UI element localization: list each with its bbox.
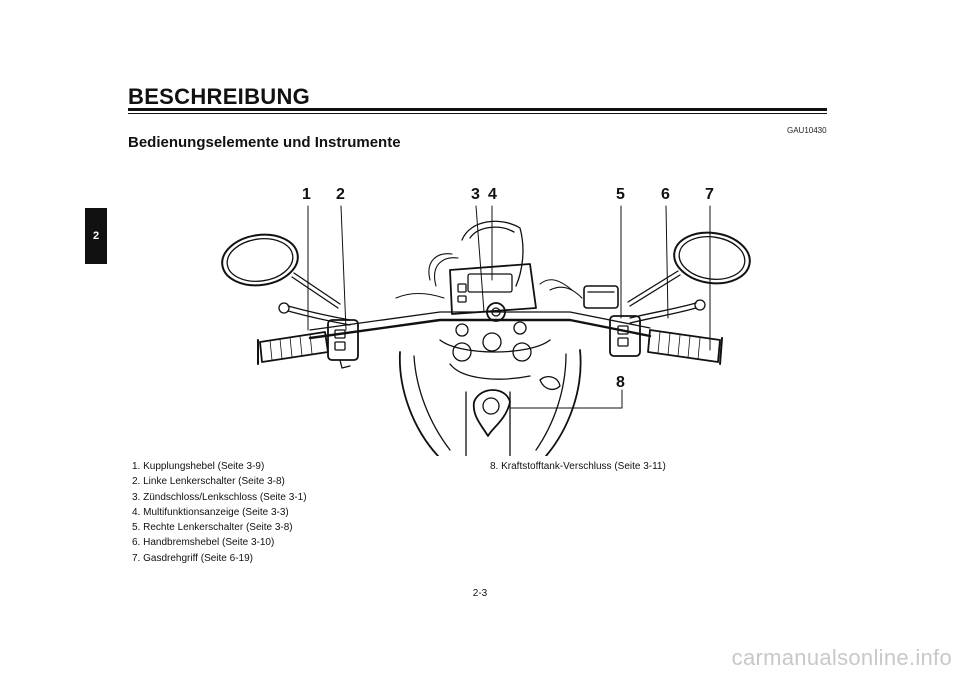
header-rule-thin [128, 113, 827, 114]
multifunction-display [449, 263, 537, 315]
section-title: Bedienungselemente und Instrumente [128, 134, 401, 151]
callout-8: 8 [616, 374, 625, 391]
legend-item: 1. Kupplungshebel (Seite 3-9) [132, 461, 265, 472]
page-header-title: BESCHREIBUNG [128, 84, 311, 109]
fuel-tank [398, 349, 582, 456]
legend-item: 2. Linke Lenkerschalter (Seite 3-8) [132, 476, 285, 488]
right-switch-housing [609, 315, 641, 357]
callout-2: 2 [336, 186, 345, 203]
legend-item: 5. Rechte Lenkerschalter (Seite 3-8) [132, 522, 293, 534]
callout-3: 3 [471, 186, 480, 203]
legend-item: 7. Gasdrehgriff (Seite 6-19) [132, 552, 253, 564]
left-mirror [221, 233, 341, 309]
right-mirror [627, 231, 751, 307]
callout-1: 1 [302, 186, 311, 203]
legend-item: 3. Zündschloss/Lenkschloss (Seite 3-1) [132, 491, 307, 503]
right-grip [647, 329, 723, 365]
fuel-tank-cap [472, 389, 511, 437]
clutch-lever [278, 302, 351, 326]
legend-item: 4. Multifunktionsanzeige (Seite 3-3) [132, 506, 289, 518]
callout-5: 5 [616, 186, 625, 203]
brake-reservoir [583, 285, 619, 309]
lower-clamp [439, 332, 561, 391]
document-code: GAU10430 [787, 126, 827, 135]
cables [395, 253, 583, 299]
chapter-tab: 2 [85, 208, 107, 264]
watermark: carmanualsonline.info [731, 645, 952, 670]
handlebar [308, 311, 652, 340]
header-rule-thick [128, 108, 827, 111]
callout-4: 4 [488, 186, 497, 203]
legend-left: 1. Kupplungshebel (Seite 3-9) 2. Linke L… [132, 459, 307, 566]
left-switch-housing [327, 319, 359, 369]
callout-leaders [307, 205, 711, 409]
legend-item: 8. Kraftstofftank-Verschluss (Seite 3-11… [490, 461, 666, 472]
callout-6: 6 [661, 186, 670, 203]
callout-7: 7 [705, 186, 714, 203]
handlebar-illustration [221, 205, 751, 456]
front-fairing [461, 220, 524, 287]
legend-right: 8. Kraftstofftank-Verschluss (Seite 3-11… [490, 459, 666, 474]
ignition-switch [455, 302, 527, 337]
legend-item: 6. Handbremshebel (Seite 3-10) [132, 537, 275, 549]
page-number: 2-3 [472, 588, 488, 599]
